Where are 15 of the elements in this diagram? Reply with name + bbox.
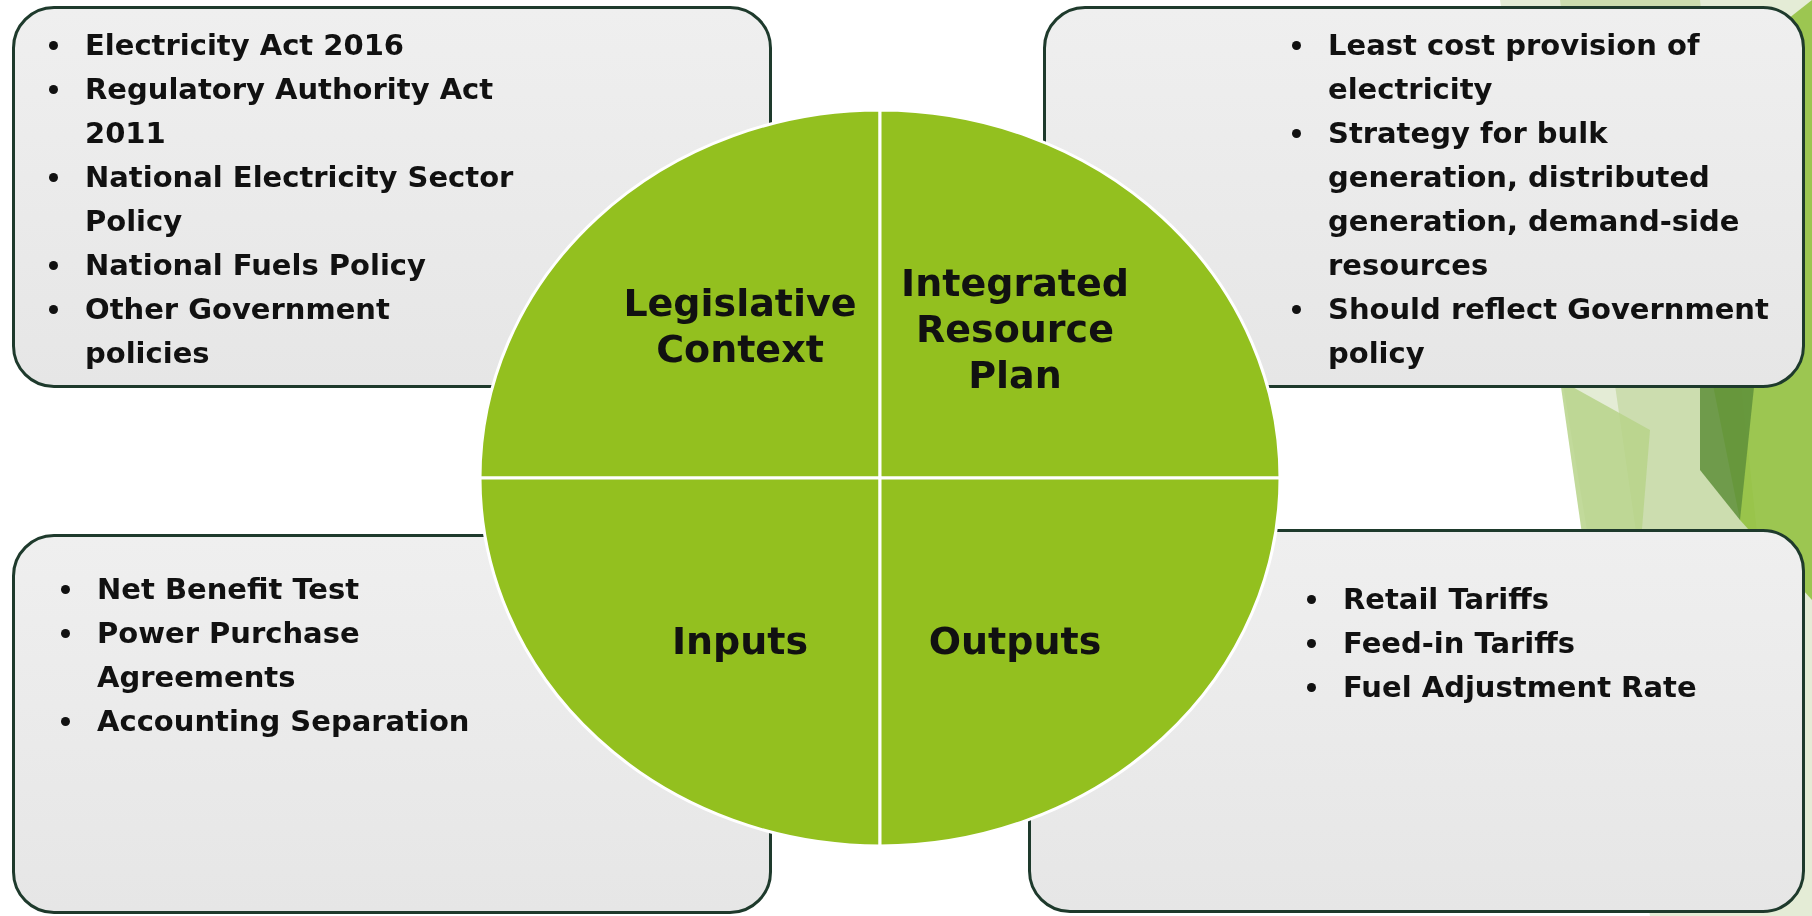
bullet-item: National Fuels Policy: [79, 243, 519, 287]
quadrant-label: Inputs: [670, 618, 810, 664]
quadrant-label: Outputs: [927, 618, 1103, 664]
bullet-item: Feed-in Tariffs: [1337, 621, 1807, 665]
bullet-item: National Electricity Sector Policy: [79, 155, 519, 243]
bullet-item: Strategy for bulk generation, distributed generation, demand-side resources: [1322, 111, 1772, 287]
bullet-item: Should reflect Government policy: [1322, 287, 1772, 375]
bullet-item: Regulatory Authority Act 2011: [79, 67, 519, 155]
bullet-item: Least cost provision of electricity: [1322, 23, 1772, 111]
bullet-item: Fuel Adjustment Rate: [1337, 665, 1807, 709]
quadrant-label: Integrated Resource Plan: [900, 260, 1130, 398]
bullet-item: Retail Tariffs: [1337, 577, 1807, 621]
bullet-item: Accounting Separation: [91, 699, 561, 743]
bullet-item: Electricity Act 2016: [79, 23, 519, 67]
quadrant-label: Legislative Context: [622, 280, 858, 372]
